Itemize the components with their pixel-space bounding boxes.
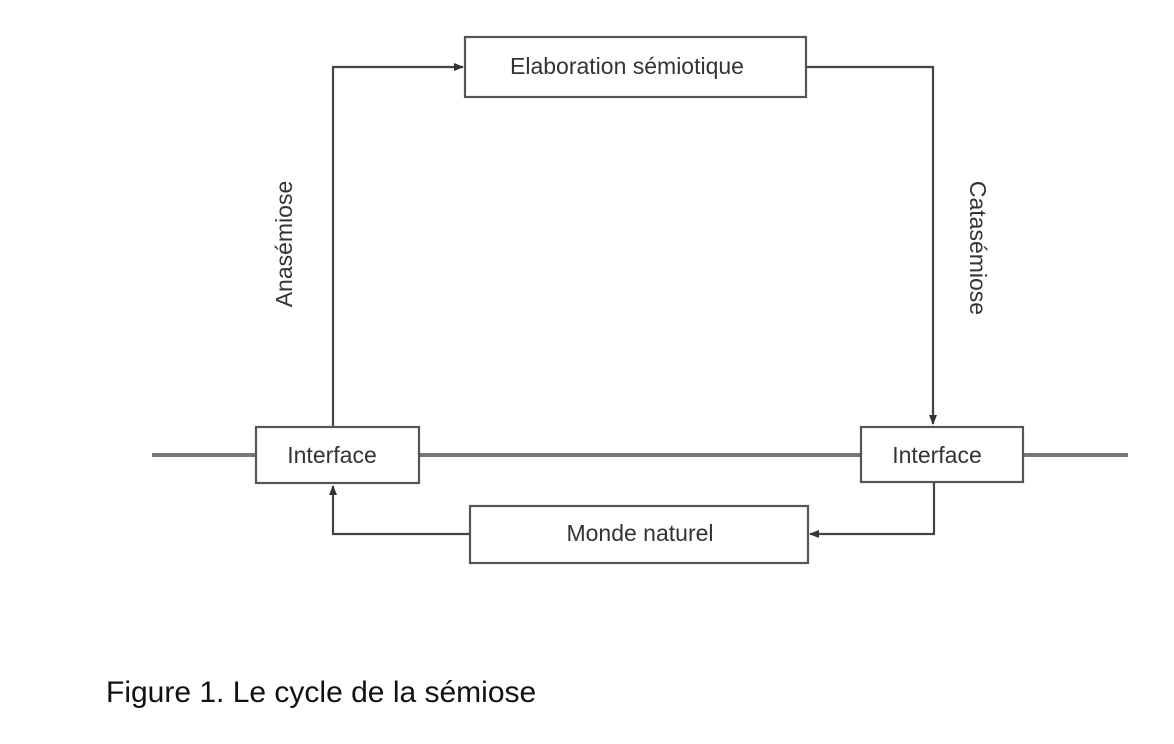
node-monde-naturel-label: Monde naturel — [566, 520, 713, 546]
edge-anasemiose — [331, 63, 464, 427]
edge-monde-to-interface — [329, 485, 470, 536]
edge-label-catasemiose: Catasémiose — [965, 181, 991, 315]
edge-interface-to-monde — [809, 482, 936, 538]
node-interface-right: Interface — [859, 425, 1025, 484]
node-elaboration-semiotique: Elaboration sémiotique — [463, 35, 808, 99]
node-interface-left-label: Interface — [287, 442, 377, 468]
node-monde-naturel: Monde naturel — [468, 504, 810, 565]
edge-catasemiose — [806, 65, 937, 425]
semiosis-cycle-diagram: Elaboration sémiotique Interface Interfa… — [152, 35, 1128, 565]
node-interface-right-label: Interface — [892, 442, 982, 468]
edge-label-anasemiose: Anasémiose — [271, 181, 297, 308]
node-elaboration-label: Elaboration sémiotique — [510, 53, 744, 79]
node-interface-left: Interface — [254, 425, 421, 485]
figure-caption: Figure 1. Le cycle de la sémiose — [106, 676, 537, 709]
